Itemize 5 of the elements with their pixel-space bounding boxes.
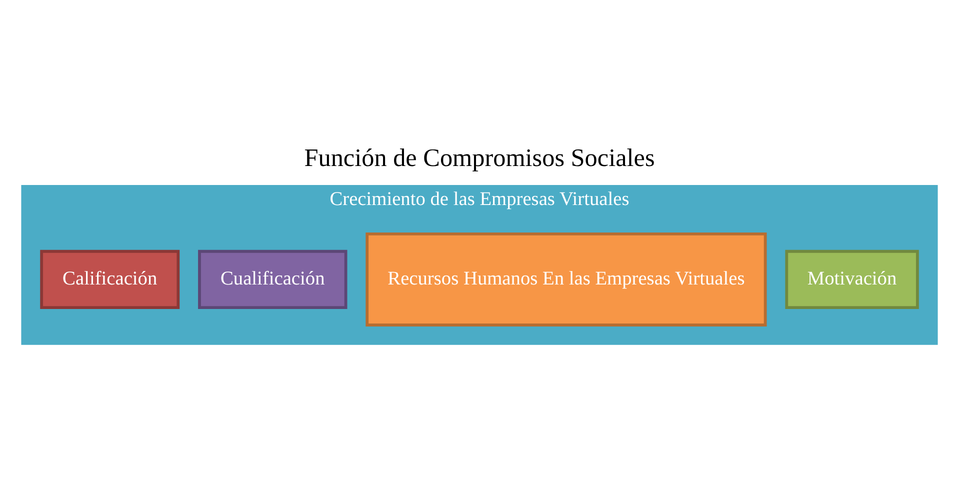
node-box: Calificación	[40, 249, 180, 308]
node-box: Recursos Humanos En las Empresas Virtuales	[366, 232, 767, 326]
node-box: Cualificación	[198, 249, 348, 308]
node-box: Motivación	[785, 249, 919, 308]
diagram-title: Función de Compromisos Sociales	[304, 144, 655, 172]
